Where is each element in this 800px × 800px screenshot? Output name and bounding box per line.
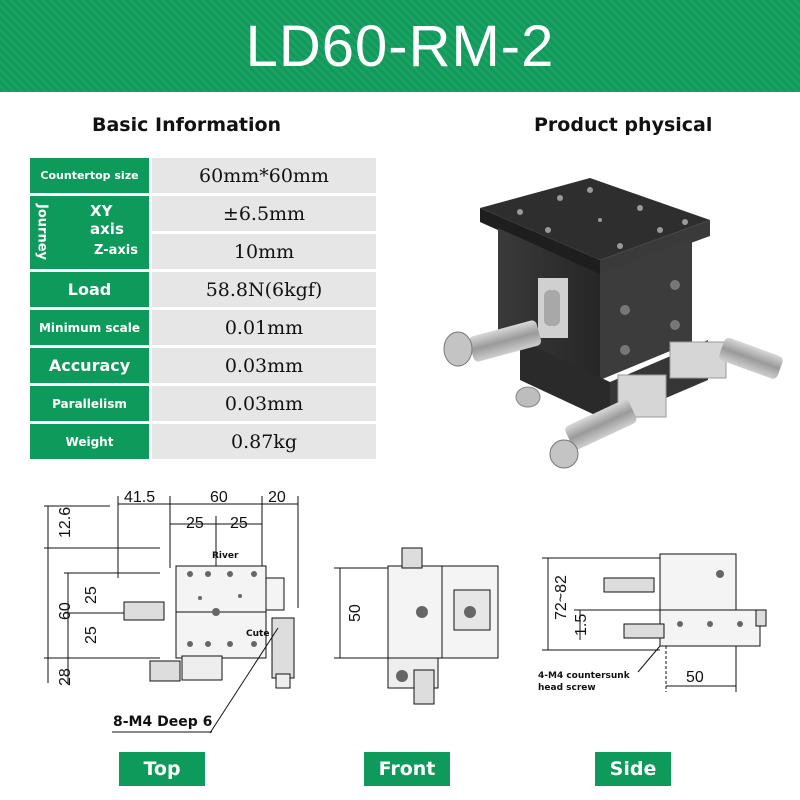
spec-label-min-scale: Minimum scale	[30, 310, 149, 345]
top-dim-9: 25	[83, 626, 100, 644]
spec-row-weight: Weight 0.87kg	[30, 424, 376, 459]
spec-label-countertop: Countertop size	[30, 158, 149, 193]
side-dim-3: 50	[686, 669, 704, 686]
product-photo	[443, 178, 783, 469]
spec-row-journey: Journey XY axis Z-axis ±6.5mm 10mm	[30, 196, 376, 269]
label-cute: Cute	[246, 629, 269, 639]
front-dim-1: 50	[347, 604, 364, 622]
label-river: River	[212, 551, 239, 561]
spec-label-load: Load	[30, 272, 149, 307]
view-label-front: Front	[364, 752, 450, 786]
spec-value-weight: 0.87kg	[152, 424, 376, 459]
side-note-2: head screw	[538, 683, 596, 693]
spec-label-journey: Journey	[34, 204, 50, 260]
side-note-1: 4-M4 countersunk	[538, 671, 631, 681]
mounting-holes	[517, 187, 688, 249]
spec-value-min-scale: 0.01mm	[152, 310, 376, 345]
spec-label-accuracy: Accuracy	[30, 348, 149, 383]
product-physical-heading: Product physical	[534, 114, 713, 136]
journey-values: ±6.5mm 10mm	[152, 196, 376, 269]
spec-label-xy: XY axis	[90, 202, 124, 238]
spec-label-parallelism: Parallelism	[30, 386, 149, 421]
top-dim-5: 25	[230, 515, 248, 532]
side-view-drawing: 72~82 1.5 50 4-M4 countersunk head screw	[538, 553, 767, 693]
view-label-top: Top	[119, 752, 205, 786]
spec-value-parallelism: 0.03mm	[152, 386, 376, 421]
spec-row-countertop: Countertop size 60mm*60mm	[30, 158, 376, 193]
micrometer-right-icon	[669, 337, 783, 379]
top-dim-4: 25	[186, 515, 204, 532]
side-dim-1: 72~82	[553, 575, 570, 620]
callout-text: 8-M4 Deep 6	[113, 714, 212, 730]
spec-label-weight: Weight	[30, 424, 149, 459]
spec-value-z: 10mm	[152, 234, 376, 269]
product-title: LD60-RM-2	[245, 13, 555, 79]
top-dim-7: 25	[83, 586, 100, 604]
top-dim-8: 60	[57, 602, 74, 620]
micrometer-left-icon	[443, 320, 542, 367]
spec-table: Countertop size 60mm*60mm Journey XY axi…	[30, 158, 376, 462]
top-dim-6: 12.6	[57, 507, 74, 538]
spec-value-accuracy: 0.03mm	[152, 348, 376, 383]
spec-row-min-scale: Minimum scale 0.01mm	[30, 310, 376, 345]
top-plate	[480, 178, 710, 260]
spec-value-countertop: 60mm*60mm	[152, 158, 376, 193]
top-view-drawing: 41.5 60 20 25 25 12.6 25 60 25 28 River …	[44, 489, 299, 734]
view-label-side: Side	[595, 752, 671, 786]
title-banner: LD60-RM-2	[0, 0, 800, 92]
spec-row-load: Load 58.8N(6kgf)	[30, 272, 376, 307]
top-dim-10: 28	[57, 668, 74, 686]
spec-row-parallelism: Parallelism 0.03mm	[30, 386, 376, 421]
spec-row-accuracy: Accuracy 0.03mm	[30, 348, 376, 383]
spec-value-load: 58.8N(6kgf)	[152, 272, 376, 307]
top-dim-2: 60	[210, 489, 228, 506]
basic-info-heading: Basic Information	[92, 114, 282, 136]
micrometer-front-icon	[549, 374, 667, 469]
spec-label-z: Z-axis	[94, 243, 138, 258]
top-dim-3: 20	[268, 489, 286, 506]
top-dim-1: 41.5	[124, 489, 155, 506]
side-dim-2: 1.5	[573, 614, 590, 636]
spec-label-journey-block: Journey XY axis Z-axis	[30, 196, 149, 269]
spec-value-xy: ±6.5mm	[152, 196, 376, 231]
front-view-drawing: 50	[334, 547, 499, 705]
